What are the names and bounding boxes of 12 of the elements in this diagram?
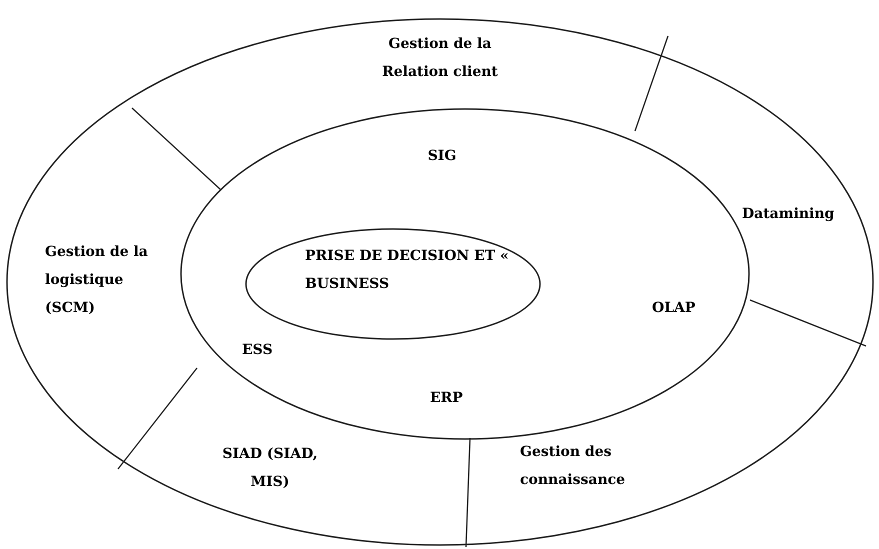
ring-label: SIG <box>426 147 458 166</box>
segment-label: SIAD (SIAD, MIS) <box>221 445 319 492</box>
segment-label: Datamining <box>742 205 836 224</box>
segment-label: Gestion de la Relation client <box>381 35 499 82</box>
segment-label: Gestion de la logistique (SCM) <box>45 243 149 318</box>
ring-label: OLAP <box>652 299 696 318</box>
ring-label: ERP <box>430 389 464 408</box>
center-label: PRISE DE DECISION ET « BUSINESS <box>305 247 510 294</box>
segment-label: Gestion des connaissance <box>520 443 626 490</box>
ellipse-shape <box>245 228 541 340</box>
ring-label: ESS <box>242 341 274 360</box>
ellipse-shape <box>6 18 874 546</box>
